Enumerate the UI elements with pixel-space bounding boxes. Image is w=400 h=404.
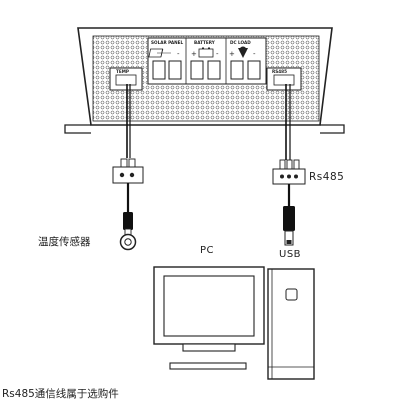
pc-monitor [153, 266, 265, 370]
usb-adapter-body [283, 206, 295, 231]
svg-text:-: - [177, 50, 180, 58]
terminal-block: SOLAR PANEL BATTERY DC LOAD + - + - + [147, 37, 267, 85]
rs485-label: Rs485 [309, 171, 345, 183]
temp-port-label: TEMP [116, 69, 129, 74]
charge-controller: SOLAR PANEL BATTERY DC LOAD + - + - + [64, 27, 345, 134]
usb-label: USB [279, 249, 302, 260]
solar-panel-icon: + - [148, 48, 180, 58]
temp-sensor-label: 温度传感器 [38, 236, 91, 248]
solar-panel-group-label: SOLAR PANEL [151, 40, 183, 45]
dc-load-group-label: DC LOAD [230, 40, 251, 45]
battery-icon: + - [191, 47, 219, 58]
temp-sensor-port: TEMP [109, 67, 143, 91]
pc-tower-drive-slot [285, 288, 298, 301]
temp-sensor-cable [112, 84, 144, 251]
sensor-body [123, 212, 133, 230]
battery-group-label: BATTERY [194, 40, 216, 45]
computer-icon [153, 266, 315, 380]
rs485-port-label: RS485 [272, 69, 287, 74]
mounting-foot-left [64, 124, 91, 134]
temp-sensor-plug [112, 158, 144, 184]
rs485-port: RS485 [266, 67, 302, 91]
svg-text:-: - [253, 50, 256, 58]
screw-terminals [152, 60, 261, 80]
mounting-foot-right [320, 124, 345, 134]
svg-text:-: - [216, 50, 219, 58]
svg-text:+: + [191, 50, 197, 58]
pc-tower [267, 268, 315, 380]
pc-label: PC [200, 245, 215, 256]
footnote: Rs485通信线属于选购件 [2, 388, 119, 400]
usb-plug-tip [284, 230, 294, 246]
bulb-icon: + - [229, 46, 256, 58]
rs485-cable [272, 84, 306, 246]
rs485-plug [272, 159, 306, 185]
ring-terminal-icon [119, 228, 137, 251]
svg-text:+: + [229, 50, 235, 58]
